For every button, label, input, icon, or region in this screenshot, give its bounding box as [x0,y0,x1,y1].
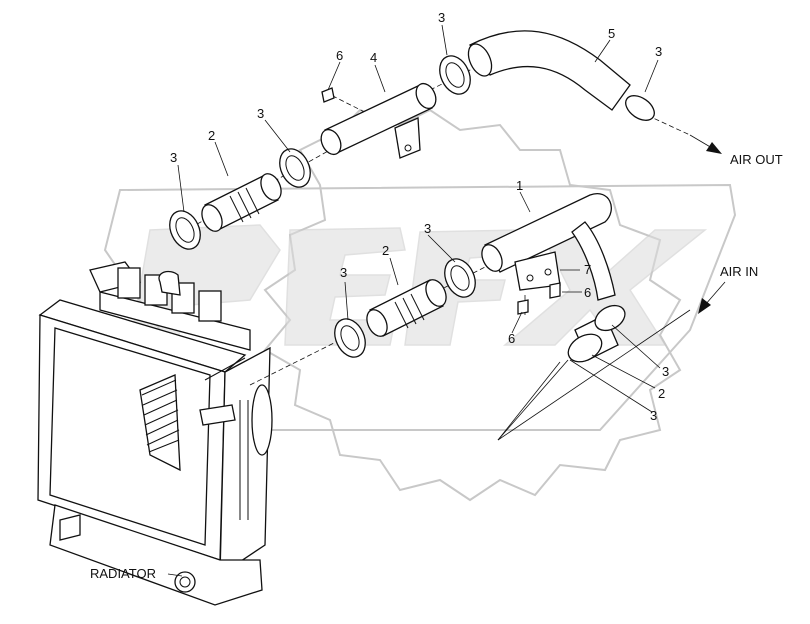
lower-air-pipe-assembly [334,193,626,363]
callout-3-mid: 3 [424,221,431,236]
air-out-label: AIR OUT [730,152,783,167]
callout-2-upper: 2 [208,128,215,143]
callout-1: 1 [516,178,523,193]
callout-6-lower: 6 [508,331,515,346]
radiator-label: RADIATOR [90,566,156,581]
radiator [37,261,273,606]
callout-4: 4 [370,50,377,65]
callout-5: 5 [608,26,615,41]
callout-3-upper-left: 3 [170,150,177,165]
callout-3-lower-left: 3 [340,265,347,280]
callout-2-side: 2 [658,386,665,401]
callout-7: 7 [584,262,591,277]
callout-3-side-lower: 3 [650,408,657,423]
air-in-arrow-icon [698,281,726,314]
air-in-label: AIR IN [720,264,758,279]
callout-3-side-upper: 3 [662,364,669,379]
callout-3-upper-mid: 3 [257,106,264,121]
callout-6-right: 6 [584,285,591,300]
callout-3-top-right: 3 [655,44,662,59]
radiator-core-hatching [141,379,180,453]
callout-3-top: 3 [438,10,445,25]
callout-6-top: 6 [336,48,343,63]
leader-lines [167,24,691,577]
upper-air-pipe-assembly [169,30,655,250]
air-out-arrow-icon [689,134,722,154]
callout-2-lower: 2 [382,243,389,258]
